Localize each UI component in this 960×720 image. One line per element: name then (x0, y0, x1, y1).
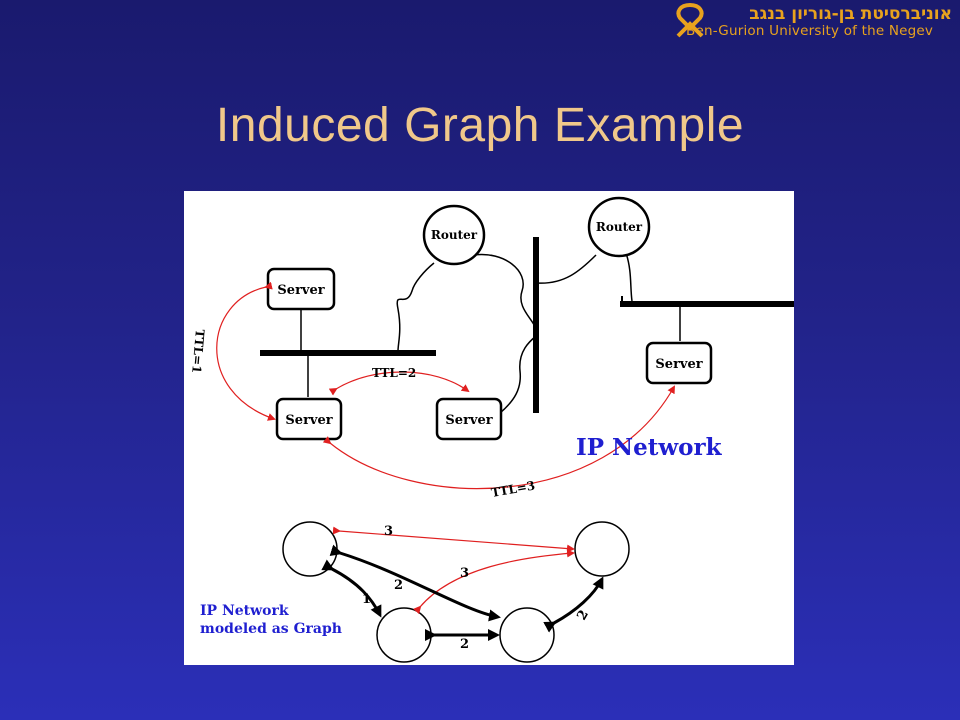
graph-edge-a-c (321, 559, 382, 618)
graph-node-b (574, 521, 630, 577)
server-top-left-label: Server (277, 283, 324, 298)
graph-edge-d-b-label: 2 (574, 608, 592, 623)
slide-title: Induced Graph Example (215, 99, 745, 152)
graph-edge-a-b (332, 526, 575, 553)
server-bottom-middle-label: Server (445, 413, 492, 428)
router-left-label: Router (431, 228, 478, 242)
graph-edge-c-b (413, 549, 575, 615)
graph-edge-a-d-label: 2 (394, 578, 403, 593)
graph-node-c (376, 607, 432, 663)
graph-edge-c-d-label: 2 (460, 637, 469, 652)
wire-server3-backbone (499, 335, 537, 414)
logo-english-text: Ben-Gurion University of the Negev (686, 23, 934, 39)
router-right (587, 196, 651, 258)
network-diagram: Router Router Server Server Server Serve… (184, 191, 794, 665)
ttl3-arrow (322, 385, 675, 490)
ttl2-arrow (328, 371, 470, 396)
logo-hebrew-text: אוניברסיטת בן-גוריון בנגב (749, 4, 952, 24)
server-right-label: Server (655, 357, 702, 372)
server-right (645, 341, 713, 385)
server-bottom-left-label: Server (285, 413, 332, 428)
router-left (422, 204, 486, 266)
graph-node-a (282, 521, 338, 577)
graph-edge-d-b (543, 576, 604, 633)
graph-edge-a-d (329, 544, 501, 622)
wire-router2-lan (625, 252, 633, 302)
ip-network-label: IP Network (576, 434, 723, 461)
graph-edge-c-b-label: 3 (460, 566, 469, 581)
ttl1-arrow (216, 281, 276, 421)
university-logo: אוניברסיטת בן-גוריון בנגב Ben-Gurion Uni… (672, 2, 958, 42)
ttl2-label: TTL=2 (372, 366, 416, 380)
wire-router2-backbone (535, 254, 597, 284)
graph-caption-line2: modeled as Graph (200, 621, 342, 637)
ttl3-label: TTL=3 (490, 478, 536, 499)
graph-caption-line1: IP Network (200, 603, 289, 619)
ttl1-label: TTL=1 (189, 329, 207, 374)
graph-edge-a-b-label: 3 (384, 524, 393, 539)
graph-node-d (499, 607, 555, 663)
router-right-label: Router (596, 220, 643, 234)
wire-router1-lan (396, 262, 435, 352)
network-diagram-svg: Router Router Server Server Server Serve… (189, 196, 794, 663)
graph-edge-a-c-label: 1 (362, 592, 371, 607)
wire-router1-backbone (473, 253, 537, 332)
university-emblem-icon (676, 2, 704, 38)
